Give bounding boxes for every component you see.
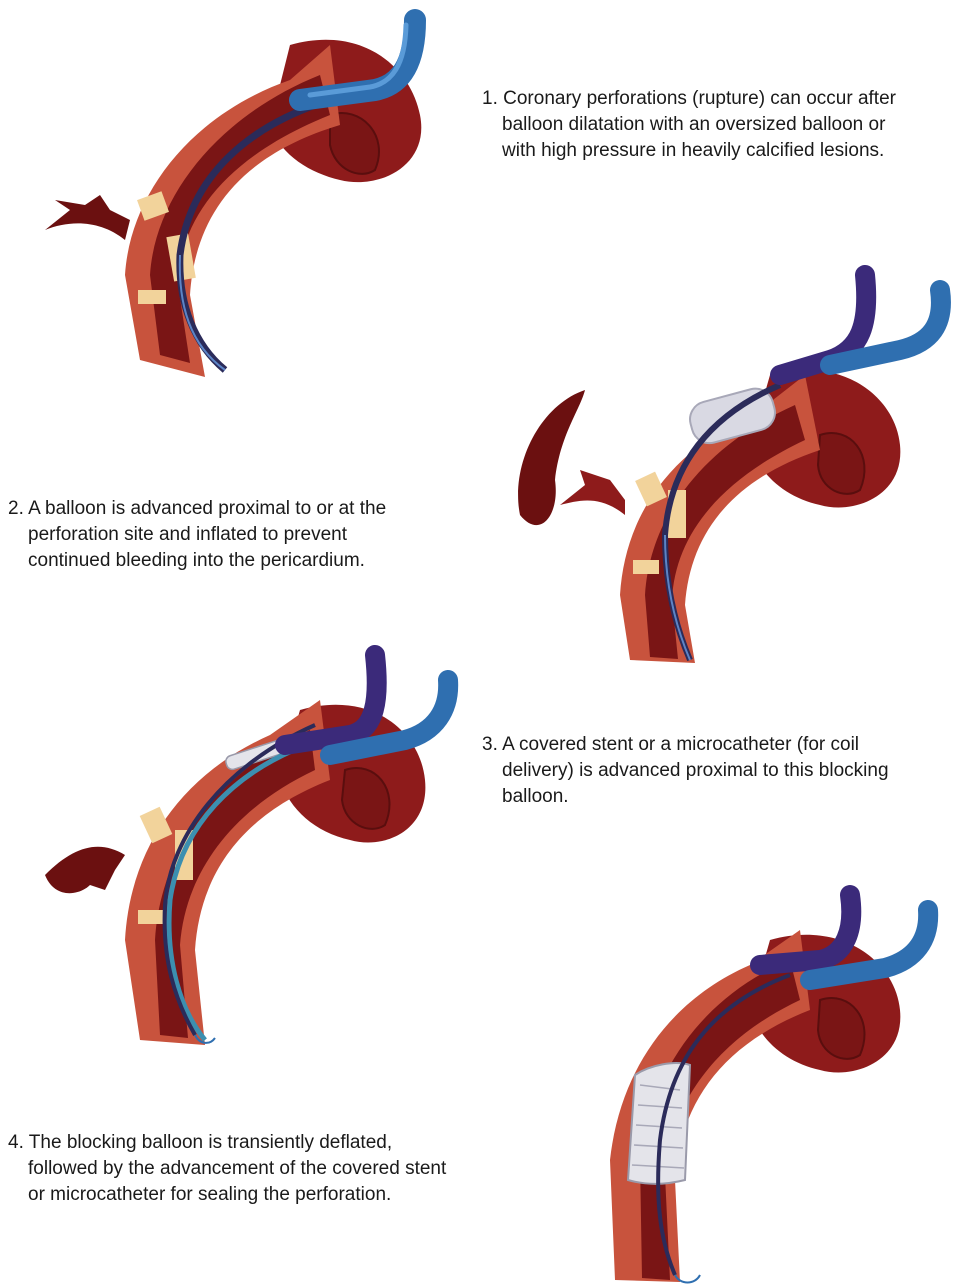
- illustration-step-2: [500, 265, 960, 665]
- panel-step-4: [500, 880, 960, 1285]
- caption-step-4: 4. The blocking balloon is transiently d…: [8, 1130, 528, 1208]
- calcified-plaque: [633, 560, 659, 574]
- panel-step-2: [500, 265, 960, 665]
- illustration-step-4: [500, 880, 960, 1285]
- caption-line: A balloon is advanced proximal to or at …: [28, 498, 386, 519]
- panel-step-3: [30, 640, 490, 1060]
- guide-catheter: [830, 290, 941, 365]
- step-number: 4.: [8, 1132, 24, 1153]
- caption-line: A covered stent or a microcatheter (for …: [502, 734, 859, 755]
- illustration-step-3: [30, 640, 490, 1060]
- blood-extravasation: [45, 195, 130, 240]
- calcified-plaque: [138, 910, 164, 924]
- pericardial-blood: [518, 390, 585, 525]
- calcified-plaque: [138, 290, 166, 304]
- caption-line: or microcatheter for sealing the perfora…: [28, 1184, 391, 1205]
- panel-step-1: [30, 5, 490, 385]
- caption-step-2: 2. A balloon is advanced proximal to or …: [8, 496, 488, 574]
- caption-step-1: 1. Coronary perforations (rupture) can o…: [482, 86, 962, 164]
- caption-line: delivery) is advanced proximal to this b…: [502, 760, 889, 781]
- caption-line: continued bleeding into the pericardium.: [28, 550, 365, 571]
- blood-extravasation: [560, 470, 625, 515]
- step-number: 1.: [482, 88, 498, 109]
- step-number: 2.: [8, 498, 24, 519]
- blood-extravasation: [45, 847, 125, 893]
- guide-catheter-purple: [760, 895, 851, 965]
- caption-line: Coronary perforations (rupture) can occu…: [503, 88, 896, 109]
- caption-line: with high pressure in heavily calcified …: [502, 140, 884, 161]
- step-number: 3.: [482, 734, 498, 755]
- caption-line: balloon.: [502, 786, 569, 807]
- caption-line: The blocking balloon is transiently defl…: [29, 1132, 392, 1153]
- illustration-step-1: [30, 5, 490, 385]
- caption-step-3: 3. A covered stent or a microcatheter (f…: [482, 732, 962, 810]
- caption-line: followed by the advancement of the cover…: [28, 1158, 446, 1179]
- caption-line: perforation site and inflated to prevent: [28, 524, 347, 545]
- caption-line: balloon dilatation with an oversized bal…: [502, 114, 885, 135]
